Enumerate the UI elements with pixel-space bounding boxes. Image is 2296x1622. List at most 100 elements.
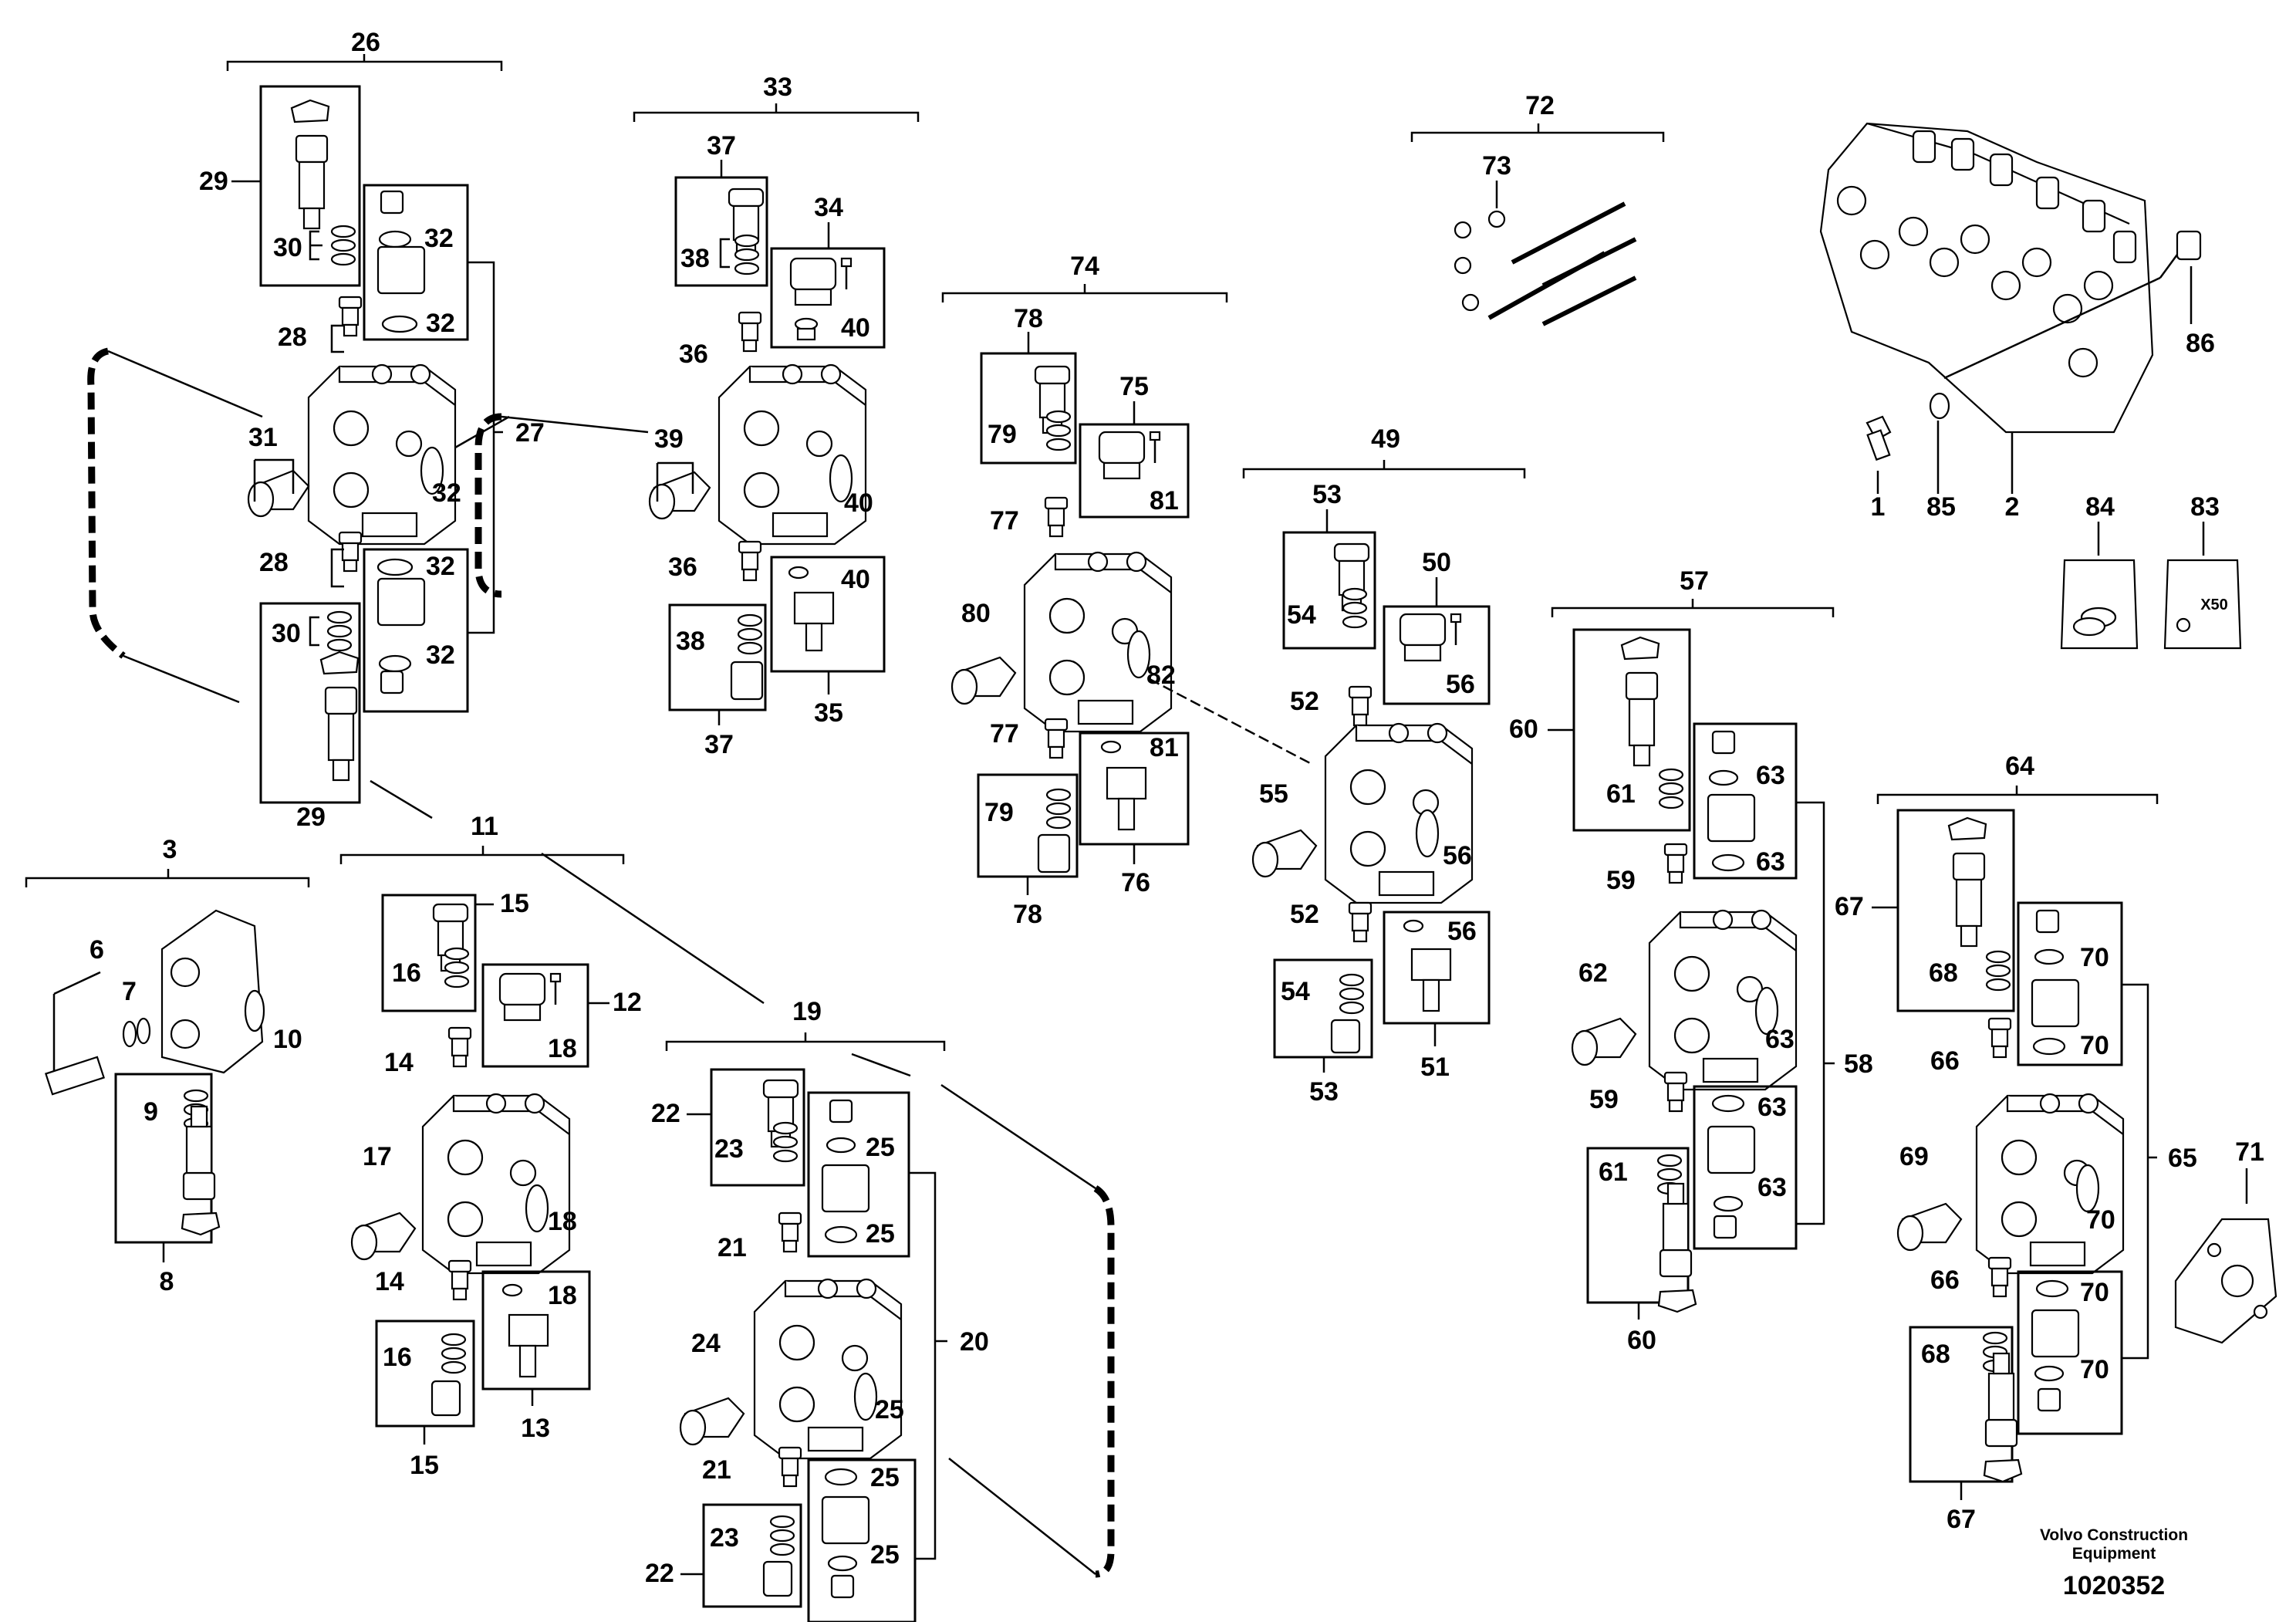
- callout-83: 83: [2190, 492, 2220, 522]
- callout-34: 34: [814, 193, 843, 222]
- callout-61-b: 61: [1599, 1157, 1628, 1187]
- document-number: 1020352: [2062, 1571, 2166, 1600]
- callout-8: 8: [160, 1267, 174, 1296]
- callout-68: 68: [1929, 958, 1958, 988]
- callout-32-c: 32: [432, 478, 461, 508]
- callout-11: 11: [471, 812, 498, 841]
- callout-79: 79: [988, 420, 1017, 449]
- callout-15: 15: [500, 889, 529, 918]
- callout-61: 61: [1606, 779, 1636, 809]
- callout-78: 78: [1014, 304, 1043, 333]
- group-19: 19 23 22 25 25 21 24 25 21 25 25: [645, 997, 1115, 1622]
- callout-17: 17: [363, 1142, 392, 1171]
- callout-14-b: 14: [375, 1267, 404, 1296]
- callout-67: 67: [1835, 892, 1864, 921]
- callout-9: 9: [144, 1097, 158, 1127]
- callout-7: 7: [122, 977, 137, 1006]
- callout-36-b: 36: [668, 552, 697, 582]
- callout-79-b: 79: [984, 798, 1014, 827]
- callout-69: 69: [1899, 1142, 1929, 1171]
- callout-12: 12: [613, 988, 642, 1017]
- group-33: 33 37 38 34 40 36 39 40 36 40 35: [474, 73, 920, 759]
- callout-18-a: 18: [548, 1034, 577, 1063]
- callout-25-c: 25: [875, 1395, 904, 1424]
- callout-63-e: 63: [1757, 1173, 1787, 1202]
- callout-80: 80: [961, 599, 991, 628]
- callout-37: 37: [707, 131, 736, 161]
- callout-36: 36: [679, 340, 708, 369]
- callout-62: 62: [1578, 958, 1608, 988]
- callout-70-a: 70: [2080, 943, 2109, 972]
- callout-55: 55: [1259, 779, 1288, 809]
- callout-6: 6: [89, 935, 104, 965]
- callout-29: 29: [199, 167, 228, 196]
- assembled-valve: 86 1 85 2 84 83 X50: [1819, 122, 2242, 650]
- group-74: 74 78 79 75 81 77 80 82 77 81 76 79: [941, 252, 1312, 929]
- callout-25-a: 25: [866, 1133, 895, 1162]
- callout-76: 76: [1121, 868, 1150, 897]
- callout-3: 3: [163, 835, 177, 864]
- callout-15-b: 15: [410, 1451, 439, 1480]
- callout-74: 74: [1070, 252, 1099, 281]
- callout-59: 59: [1606, 866, 1636, 895]
- callout-30-b: 30: [272, 619, 301, 648]
- callout-23: 23: [714, 1134, 744, 1164]
- callout-52-b: 52: [1290, 900, 1319, 929]
- callout-21: 21: [718, 1233, 747, 1262]
- callout-27: 27: [515, 418, 545, 448]
- callout-65: 65: [2168, 1144, 2197, 1173]
- callout-31: 31: [248, 423, 278, 452]
- group-64: 64 67 68 70 70 66 69 70 66 70 70 65: [1835, 752, 2197, 1534]
- callout-66-b: 66: [1930, 1265, 1960, 1295]
- callout-49: 49: [1371, 424, 1400, 454]
- callout-81-a: 81: [1150, 486, 1179, 515]
- callout-75: 75: [1119, 372, 1149, 401]
- callout-22: 22: [651, 1099, 680, 1128]
- callout-67-b: 67: [1947, 1505, 1976, 1534]
- callout-56-c: 56: [1447, 917, 1477, 946]
- callout-13: 13: [521, 1414, 550, 1443]
- callout-77-b: 77: [990, 719, 1019, 748]
- callout-60-b: 60: [1627, 1326, 1656, 1355]
- callout-66: 66: [1930, 1046, 1960, 1076]
- callout-63-a: 63: [1756, 761, 1785, 790]
- callout-10: 10: [273, 1025, 302, 1054]
- callout-72: 72: [1525, 91, 1555, 120]
- callout-19: 19: [792, 997, 822, 1026]
- callout-38-b: 38: [676, 627, 705, 656]
- callout-64: 64: [2005, 752, 2034, 781]
- callout-60: 60: [1509, 715, 1538, 744]
- callout-68-b: 68: [1921, 1340, 1950, 1369]
- callout-39: 39: [654, 424, 684, 454]
- callout-86: 86: [2186, 329, 2215, 358]
- callout-77: 77: [990, 506, 1019, 536]
- group-49: 49 53 54 50 56 52 55 56 52 56 51 54: [1242, 424, 1526, 1107]
- group-11: 11 16 15 18 12 14 17 18 14 18 13 16: [339, 812, 765, 1480]
- callout-52: 52: [1290, 687, 1319, 716]
- callout-26: 26: [351, 28, 380, 57]
- callout-70-b: 70: [2080, 1031, 2109, 1060]
- callout-40-a: 40: [841, 313, 870, 343]
- callout-32-a: 32: [424, 224, 454, 253]
- callout-25-b: 25: [866, 1219, 895, 1249]
- callout-85: 85: [1926, 492, 1956, 522]
- brand-line-1: Volvo Construction: [2039, 1526, 2189, 1544]
- callout-40-c: 40: [841, 565, 870, 594]
- callout-23-b: 23: [710, 1523, 739, 1553]
- callout-53: 53: [1312, 480, 1342, 509]
- callout-37-b: 37: [704, 730, 734, 759]
- callout-73: 73: [1482, 151, 1511, 181]
- callout-21-b: 21: [702, 1455, 731, 1485]
- callout-14: 14: [384, 1048, 414, 1077]
- callout-28-b: 28: [259, 548, 289, 577]
- callout-32-d: 32: [426, 552, 455, 581]
- callout-16: 16: [392, 958, 421, 988]
- callout-28-a: 28: [278, 323, 307, 352]
- callout-70-d: 70: [2080, 1278, 2109, 1307]
- callout-70-e: 70: [2080, 1355, 2109, 1384]
- callout-58: 58: [1844, 1049, 1873, 1079]
- callout-56-b: 56: [1443, 841, 1472, 870]
- callout-38: 38: [680, 244, 710, 273]
- callout-2: 2: [2005, 492, 2020, 522]
